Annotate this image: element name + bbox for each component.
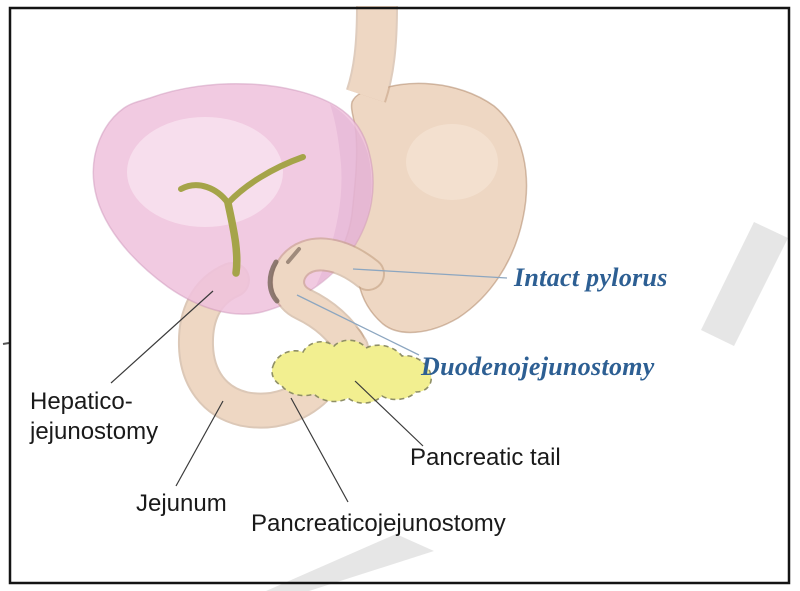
leader-pancreaticojejunostomy xyxy=(290,397,349,503)
esophagus-shape xyxy=(347,5,396,103)
label-duodenojejunostomy: Duodenojejunostomy xyxy=(420,352,655,381)
label-hepaticojejunostomy-line2: jejunostomy xyxy=(29,418,158,445)
label-hepaticojejunostomy-line1: Hepatico- xyxy=(30,388,133,415)
leader-pancreatic-tail xyxy=(354,380,424,447)
stray-mark xyxy=(2,342,10,345)
label-pancreatic-tail: Pancreatic tail xyxy=(410,444,561,471)
pancreatic-tail-shape xyxy=(271,339,432,404)
pylorus-duodenum-tube xyxy=(273,239,383,363)
liver-right-lobe-shade xyxy=(316,104,372,286)
duodenojejunostomy-notch xyxy=(267,259,280,304)
stomach-highlight xyxy=(406,124,498,200)
watermark-stripe-bottom xyxy=(266,534,434,591)
leader-intact-pylorus xyxy=(352,268,508,279)
watermark-stripe-right xyxy=(701,222,788,346)
label-intact-pylorus: Intact pylorus xyxy=(513,263,668,292)
liver-highlight xyxy=(127,117,283,227)
leader-lines xyxy=(110,268,508,503)
bile-duct-right-branch xyxy=(225,154,306,206)
leader-duodenojejunostomy xyxy=(296,294,420,356)
common-bile-duct xyxy=(224,199,241,277)
frame-border xyxy=(8,6,791,585)
label-jejunum: Jejunum xyxy=(136,490,227,517)
leader-hepaticojejunostomy xyxy=(110,290,214,384)
leader-jejunum xyxy=(175,400,224,487)
pylorus-crease xyxy=(286,247,301,264)
bile-duct-left-branch xyxy=(178,182,231,206)
label-pancreaticojejunostomy: Pancreaticojejunostomy xyxy=(251,510,506,537)
